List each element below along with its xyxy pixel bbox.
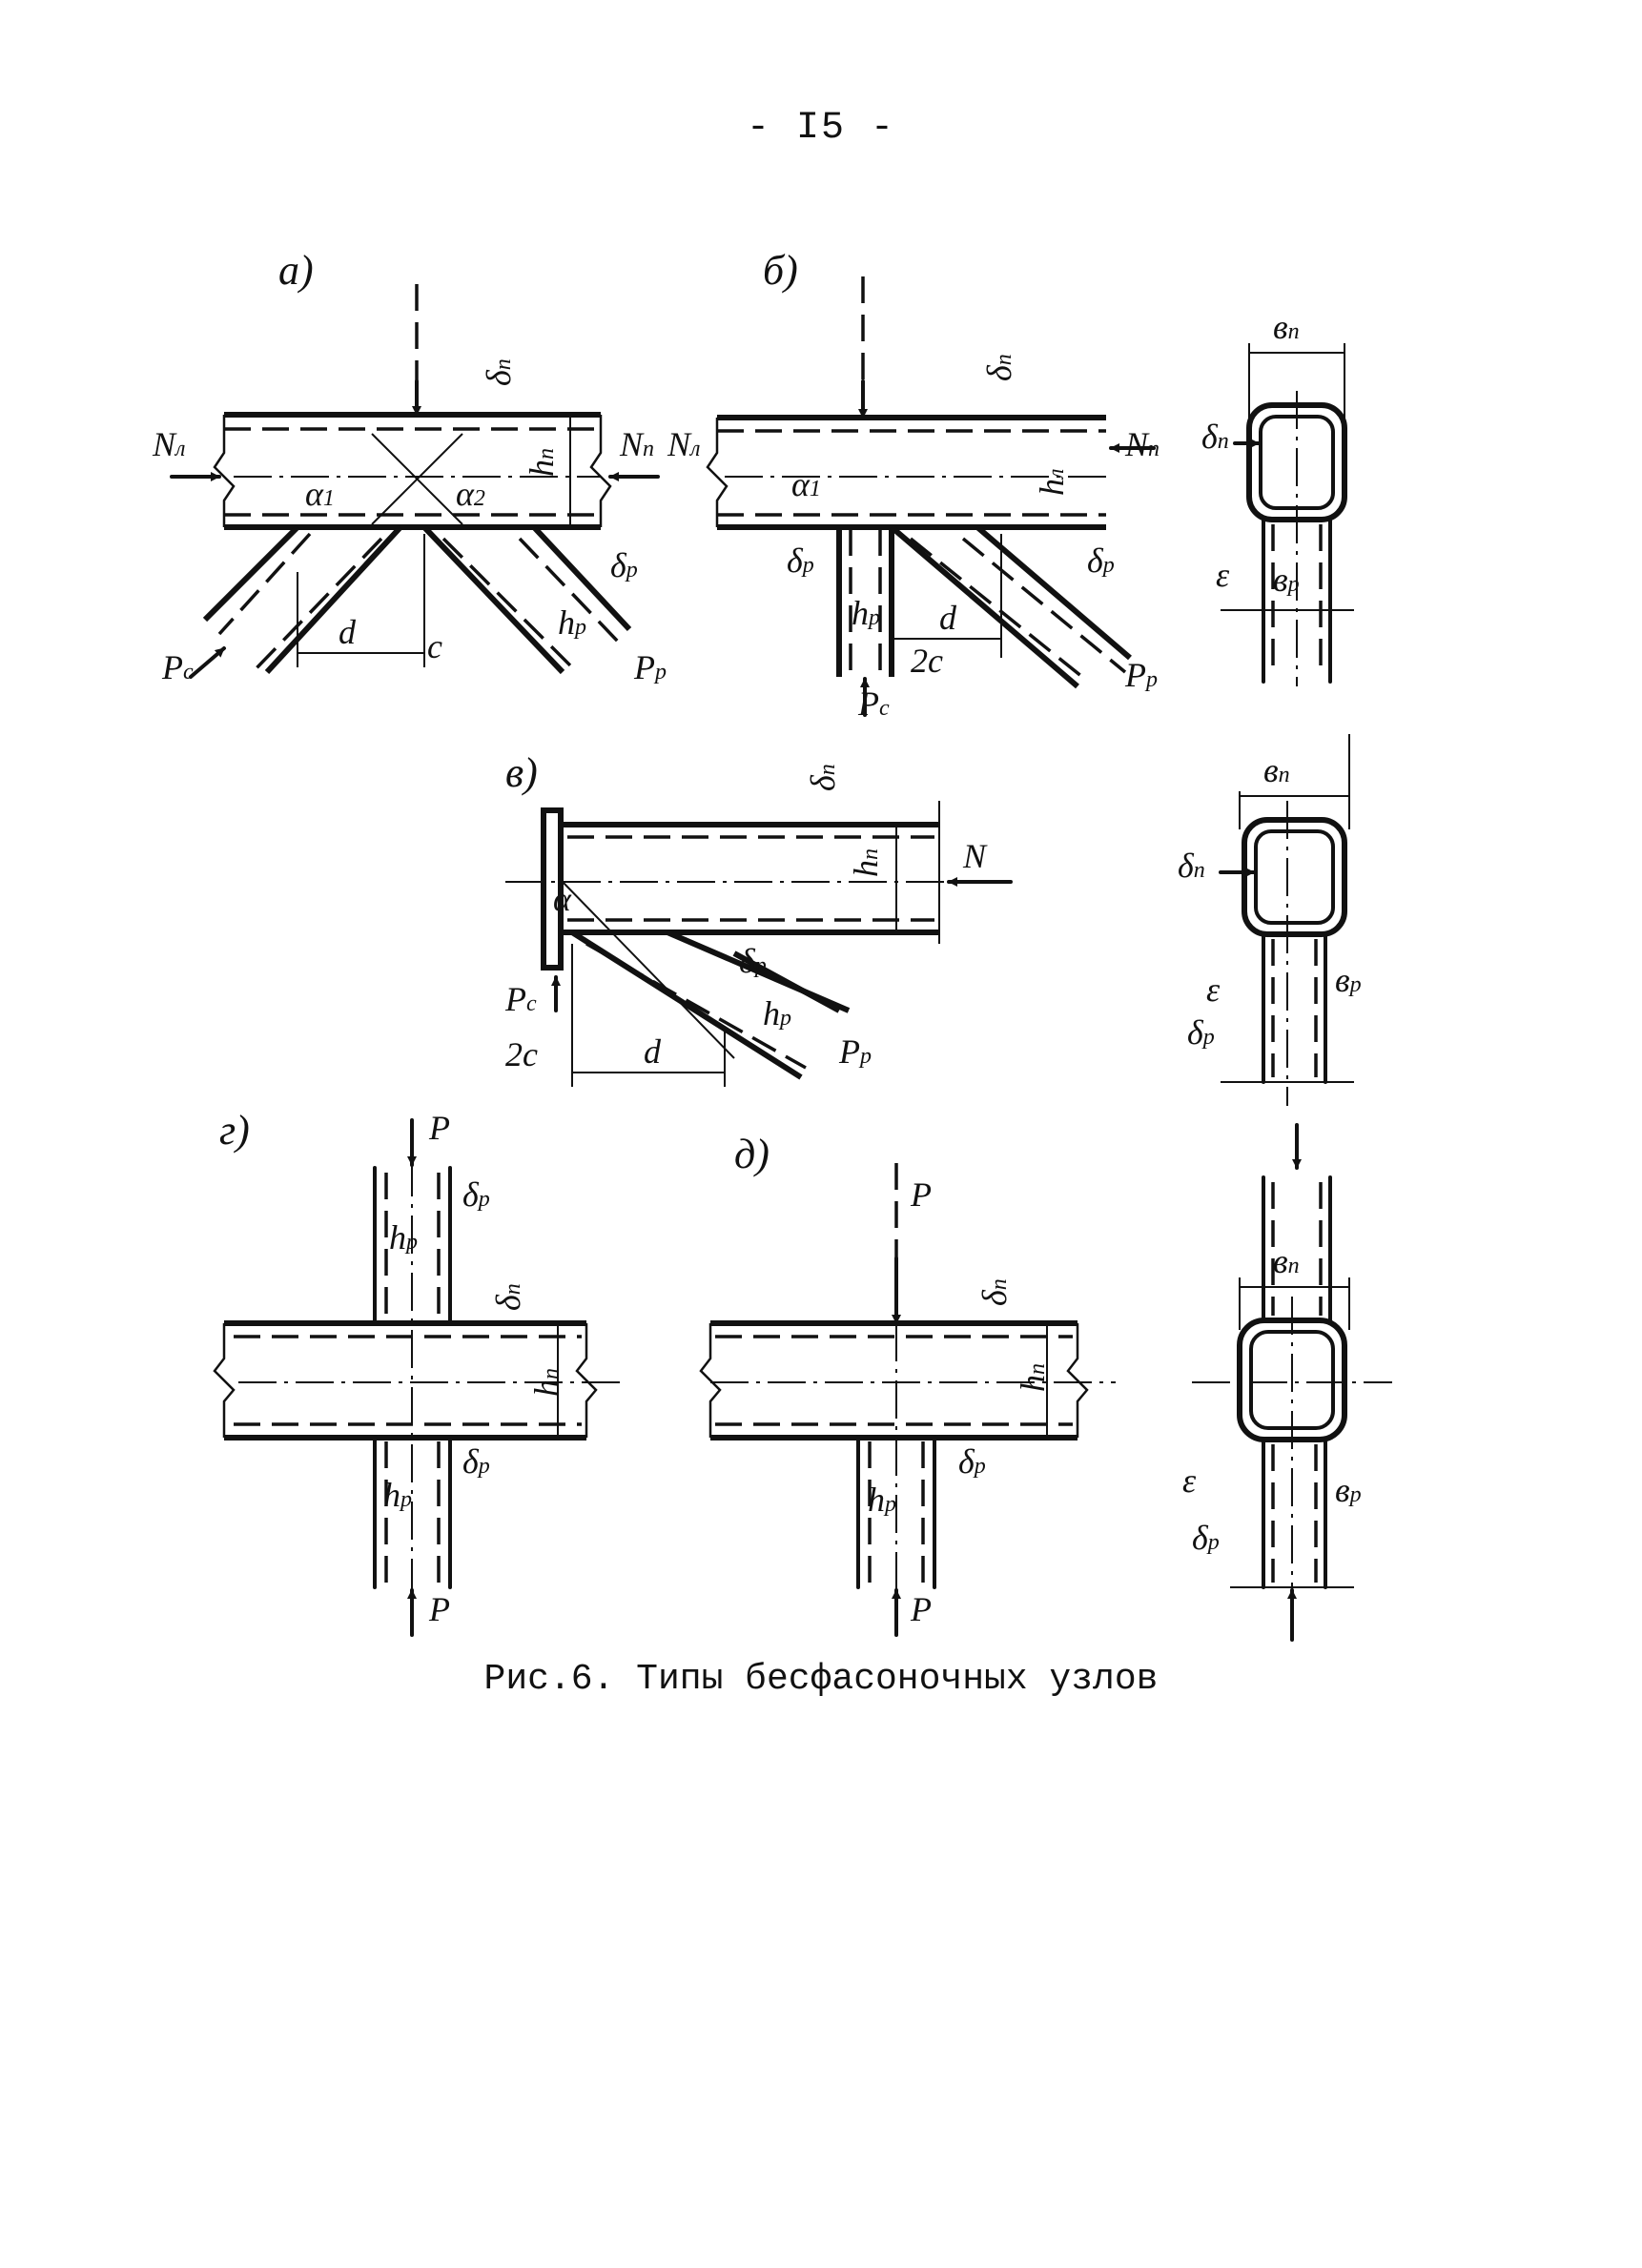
panel-b-dim-2c: 2c (911, 642, 943, 680)
panel-a-break-left (213, 415, 236, 527)
panel-b-h-vertical: hр (852, 594, 880, 632)
section-bot-b-brace: вр (1335, 1471, 1362, 1509)
panel-v: в) d 2c α Pc N hп δп hр δр Pр (504, 749, 1013, 1087)
section-top-b-brace: вр (1273, 561, 1300, 599)
panel-v-dim-2c: 2c (505, 1035, 538, 1073)
panel-a-brace-left (202, 524, 300, 623)
panel-a-N-right: Nп (619, 425, 654, 463)
panel-v-P-r: Pр (838, 1032, 872, 1071)
section-top-delta-chord: δп (1201, 418, 1229, 456)
section-bot-epsilon: ε (1182, 1461, 1197, 1500)
panel-a-alpha2: α2 (456, 475, 485, 513)
panel-g-delta-top: δр (462, 1175, 490, 1214)
panel-g-delta-chord: δп (489, 1283, 527, 1311)
panel-g-h-top: hр (389, 1218, 418, 1257)
panel-d-P-top: P (910, 1175, 932, 1214)
panel-g-h-chord: hп (527, 1368, 565, 1397)
panel-a-h-chord: hп (523, 448, 561, 477)
panel-a-P-c: Pc (161, 648, 194, 686)
panel-v-label: в) (505, 749, 538, 796)
panel-a-brace-right (421, 524, 565, 675)
panel-g-P-top: P (428, 1109, 450, 1147)
panel-b-alpha1: α1 (791, 465, 821, 503)
panel-v-dim-d: d (644, 1032, 662, 1071)
panel-b-h-chord: hл (1033, 469, 1071, 496)
panel-b-dim-d: d (939, 599, 957, 637)
panel-b-P-r: Pр (1124, 656, 1158, 694)
section-mid-b-chord: вп (1263, 751, 1290, 789)
panel-g: г) P hр δр hп δп hр δр P (213, 1107, 620, 1637)
panel-a-h-brace: hр (558, 603, 586, 642)
panel-v-delta-chord: δп (804, 764, 842, 791)
panel-d-h-chord: hп (1014, 1363, 1052, 1392)
panel-d-P-bottom: P (910, 1590, 932, 1628)
panel-v-delta-brace: δр (739, 942, 767, 980)
panel-b-delta-vertical: δр (787, 541, 814, 580)
panel-b-label: б) (763, 247, 798, 294)
page-number: - I5 - (746, 107, 896, 150)
panel-b-P-c: Pc (857, 684, 890, 723)
panel-v-alpha: α (553, 880, 572, 918)
panel-v-N: N (962, 837, 988, 875)
panel-g-P-bottom: P (428, 1590, 450, 1628)
panel-g-label: г) (219, 1107, 250, 1154)
panel-d-h-bottom: hр (868, 1481, 896, 1519)
panel-a: а) d c hп δп α1 (152, 247, 667, 686)
section-mid-chord-tube (1242, 817, 1347, 937)
figure-caption: Рис.6. Типы бесфасоночных узлов (483, 1659, 1159, 1700)
panel-d-label: д) (734, 1131, 770, 1177)
panel-v-brace (570, 930, 803, 1080)
panel-g-delta-bottom: δр (462, 1442, 490, 1481)
panel-a-delta-chord: δп (480, 358, 518, 386)
panel-a-dim-d: d (339, 613, 357, 651)
panel-b-N-left: Nл (667, 425, 700, 463)
panel-a-label: а) (278, 247, 314, 294)
panel-v-end-plate (541, 807, 564, 971)
panel-b-N-right: Nп (1124, 425, 1160, 463)
panel-a-delta-brace: δр (610, 546, 638, 584)
section-mid-delta-brace: δр (1187, 1013, 1215, 1052)
panel-a-P-r: Pр (633, 648, 667, 686)
panel-a-dim-c: c (427, 627, 442, 665)
cross-section-middle: вп δп ε вр δр (1178, 734, 1362, 1106)
panel-d-delta-bottom: δр (958, 1442, 986, 1481)
section-mid-delta-chord: δп (1178, 847, 1205, 885)
panel-v-h-chord: hп (847, 848, 885, 877)
section-mid-epsilon: ε (1206, 971, 1221, 1009)
panel-d: д) P hп δп hр δр P (699, 1131, 1116, 1637)
panel-v-P-c: Pc (504, 980, 537, 1018)
cross-section-top: вп δп ε вр (1201, 308, 1354, 686)
section-bot-delta-brace: δр (1192, 1519, 1220, 1557)
panel-a-alpha1: α1 (305, 475, 335, 513)
cross-section-bottom: вп ε вр δр (1182, 1123, 1392, 1642)
panel-b-delta-brace: δр (1087, 541, 1115, 580)
panel-d-delta-chord: δп (975, 1278, 1014, 1306)
section-top-b-chord: вп (1273, 308, 1300, 346)
panel-b: б) d 2c hр δр α1 hл δп Nл Nп Pc Pр δр (667, 247, 1160, 723)
section-top-epsilon: ε (1216, 556, 1230, 594)
panel-b-diagonal (890, 524, 1079, 689)
section-mid-b-brace: вр (1335, 961, 1362, 999)
panel-v-h-brace: hр (763, 994, 791, 1032)
panel-g-h-bottom: hр (383, 1476, 412, 1514)
section-bot-b-chord: вп (1273, 1242, 1300, 1280)
panel-b-delta-chord: δп (980, 354, 1018, 381)
panel-a-N-left: Nл (152, 425, 185, 463)
panel-a-break-right (589, 415, 612, 527)
